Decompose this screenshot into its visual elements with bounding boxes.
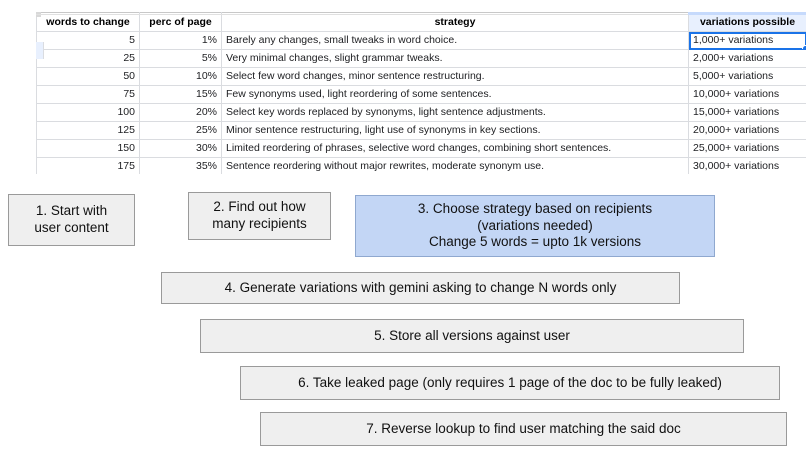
- flow-step-2[interactable]: 2. Find out how many recipients: [188, 192, 331, 240]
- cell-words-to-change[interactable]: 50: [36, 67, 140, 86]
- table-row[interactable]: 75 15% Few synonyms used, light reorderi…: [36, 85, 806, 104]
- cell-perc-of-page[interactable]: 25%: [139, 121, 222, 140]
- flow-step-1[interactable]: 1. Start with user content: [8, 194, 135, 246]
- flow-step-4[interactable]: 4. Generate variations with gemini askin…: [161, 272, 680, 304]
- flow-step-4-label: 4. Generate variations with gemini askin…: [224, 279, 617, 295]
- flow-step-3-line2: (variations needed): [477, 217, 593, 233]
- table-row[interactable]: 150 30% Limited reordering of phrases, s…: [36, 139, 806, 158]
- cell-variations-possible[interactable]: 30,000+ variations: [688, 157, 806, 174]
- cell-perc-of-page[interactable]: 10%: [139, 67, 222, 86]
- cell-strategy[interactable]: Limited reordering of phrases, selective…: [221, 139, 689, 158]
- cell-strategy[interactable]: Few synonyms used, light reordering of s…: [221, 85, 689, 104]
- flow-step-1-line2: user content: [34, 220, 109, 235]
- cell-perc-of-page[interactable]: 35%: [139, 157, 222, 174]
- cell-words-to-change[interactable]: 175: [36, 157, 140, 174]
- table-row[interactable]: 125 25% Minor sentence restructuring, li…: [36, 121, 806, 140]
- table-row[interactable]: 50 10% Select few word changes, minor se…: [36, 67, 806, 86]
- cell-strategy[interactable]: Select few word changes, minor sentence …: [221, 67, 689, 86]
- table-row[interactable]: 100 20% Select key words replaced by syn…: [36, 103, 806, 122]
- cell-strategy[interactable]: Select key words replaced by synonyms, l…: [221, 103, 689, 122]
- cell-words-to-change[interactable]: 100: [36, 103, 140, 122]
- cell-variations-possible[interactable]: 10,000+ variations: [688, 85, 806, 104]
- cell-words-to-change[interactable]: 150: [36, 139, 140, 158]
- flow-step-1-line1: 1. Start with: [35, 203, 108, 219]
- flow-step-3-line1: 3. Choose strategy based on recipients: [417, 200, 653, 216]
- cell-variations-possible[interactable]: 20,000+ variations: [688, 121, 806, 140]
- cell-variations-possible-selected[interactable]: 1,000+ variations: [688, 31, 806, 50]
- col-header-words-to-change[interactable]: words to change: [36, 12, 140, 32]
- strategy-table[interactable]: words to change perc of page strategy va…: [36, 12, 806, 174]
- cell-variations-possible[interactable]: 15,000+ variations: [688, 103, 806, 122]
- cell-words-to-change[interactable]: 75: [36, 85, 140, 104]
- cell-strategy[interactable]: Minor sentence restructuring, light use …: [221, 121, 689, 140]
- cell-strategy[interactable]: Barely any changes, small tweaks in word…: [221, 31, 689, 50]
- flow-step-3-line3: Change 5 words = upto 1k versions: [428, 234, 641, 250]
- table-row[interactable]: 5 1% Barely any changes, small tweaks in…: [36, 31, 806, 50]
- cell-perc-of-page[interactable]: 30%: [139, 139, 222, 158]
- spreadsheet-region[interactable]: words to change perc of page strategy va…: [36, 12, 806, 174]
- flow-step-7[interactable]: 7. Reverse lookup to find user matching …: [260, 412, 787, 446]
- column-header-highlight-strip: [688, 12, 806, 15]
- col-header-perc-of-page[interactable]: perc of page: [139, 12, 222, 32]
- cell-words-to-change[interactable]: 25: [36, 49, 140, 68]
- cell-perc-of-page[interactable]: 1%: [139, 31, 222, 50]
- flow-step-3[interactable]: 3. Choose strategy based on recipients (…: [355, 195, 715, 257]
- sheet-top-gridline: [36, 14, 806, 15]
- flow-step-6[interactable]: 6. Take leaked page (only requires 1 pag…: [240, 366, 780, 400]
- cell-strategy[interactable]: Sentence reordering without major rewrit…: [221, 157, 689, 174]
- flow-step-5[interactable]: 5. Store all versions against user: [200, 319, 744, 353]
- flow-step-7-label: 7. Reverse lookup to find user matching …: [366, 420, 681, 436]
- cell-perc-of-page[interactable]: 20%: [139, 103, 222, 122]
- flow-step-2-line1: 2. Find out how: [213, 199, 306, 215]
- table-row-clipped[interactable]: 175 35% Sentence reordering without majo…: [36, 157, 806, 174]
- cell-variations-possible[interactable]: 5,000+ variations: [688, 67, 806, 86]
- row-header-highlight-sliver: [36, 42, 44, 59]
- table-header-row: words to change perc of page strategy va…: [36, 12, 806, 32]
- flow-step-2-line2: many recipients: [212, 216, 307, 231]
- cell-words-to-change[interactable]: 5: [36, 31, 140, 50]
- cell-words-to-change[interactable]: 125: [36, 121, 140, 140]
- flow-step-6-label: 6. Take leaked page (only requires 1 pag…: [298, 374, 722, 390]
- cell-perc-of-page[interactable]: 5%: [139, 49, 222, 68]
- cell-perc-of-page[interactable]: 15%: [139, 85, 222, 104]
- cell-variations-possible[interactable]: 25,000+ variations: [688, 139, 806, 158]
- table-row[interactable]: 25 5% Very minimal changes, slight gramm…: [36, 49, 806, 68]
- cell-variations-possible[interactable]: 2,000+ variations: [688, 49, 806, 68]
- col-header-variations-possible[interactable]: variations possible: [688, 12, 806, 32]
- col-header-strategy[interactable]: strategy: [221, 12, 689, 32]
- fill-handle[interactable]: [802, 45, 806, 49]
- cell-value: 1,000+ variations: [693, 34, 774, 46]
- flow-step-5-label: 5. Store all versions against user: [374, 327, 570, 343]
- cell-strategy[interactable]: Very minimal changes, slight grammar twe…: [221, 49, 689, 68]
